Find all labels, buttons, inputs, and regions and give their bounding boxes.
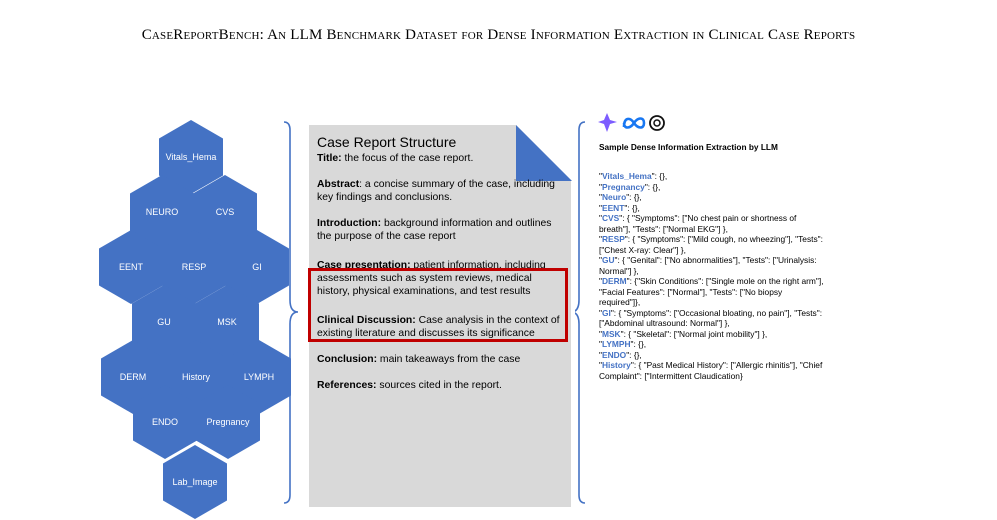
entry-gu: "GU": { "Genital": ["No abnormalities"],…	[599, 255, 817, 276]
extraction-title: Sample Dense Information Extraction by L…	[599, 142, 778, 152]
hex-lab-image: Lab_Image	[163, 445, 227, 519]
hex-lymph: LYMPH	[227, 340, 291, 414]
section-case-presentation: Case presentation: patient information, …	[317, 260, 546, 297]
extraction-json: "Vitals_Hema": {}, "Pregnancy": {}, "Neu…	[599, 171, 824, 381]
entry-pregnancy: "Pregnancy": {},	[599, 181, 661, 192]
section-title: Title: the focus of the case report.	[317, 153, 474, 164]
entry-lymph: "LYMPH": {},	[599, 339, 647, 349]
document-heading: Case Report Structure	[317, 134, 457, 150]
section-abstract: Abstract: a concise summary of the case,…	[317, 179, 555, 203]
entry-msk: "MSK": { "Skeletal": ["Normal joint mobi…	[599, 328, 768, 339]
entry-gi: "GI": { "Symptoms": ["Occasional bloatin…	[599, 307, 823, 329]
entry-eent: "EENT": {},	[599, 202, 640, 213]
entry-resp: "RESP": { "Symptoms": ["Mild cough, no w…	[599, 234, 823, 255]
document-content: Case Report Structure Title: the focus o…	[317, 134, 567, 403]
entry-neuro: "Neuro": {},	[599, 192, 642, 202]
entry-history: "History": { "Past Medical History": ["A…	[599, 360, 823, 381]
entry-vitals-hema: "Vitals_Hema": {},	[599, 171, 668, 181]
hexagon-cluster: Vitals_Hema NEURO CVS EENT RESP GI GU MS…	[95, 120, 295, 520]
paper-running-title: CaseReportBench: An LLM Benchmark Datase…	[141, 27, 856, 43]
openai-icon	[649, 115, 665, 131]
meta-icon	[622, 117, 646, 129]
section-conclusion: Conclusion: main takeaways from the case	[317, 354, 521, 365]
case-report-document	[309, 125, 571, 507]
hex-endo: ENDO	[133, 385, 197, 459]
left-curly-brace	[283, 121, 299, 504]
gemini-icon	[598, 113, 617, 132]
right-curly-brace	[575, 121, 586, 504]
case-presentation-highlight	[308, 268, 568, 342]
llm-logos	[598, 113, 665, 132]
hex-pregnancy: Pregnancy	[196, 385, 260, 459]
entry-endo: "ENDO": {},	[599, 349, 642, 360]
section-clinical-discussion: Clinical Discussion: Case analysis in th…	[317, 315, 560, 339]
entry-cvs: "CVS": { "Symptoms": ["No chest pain or …	[599, 213, 797, 234]
entry-derm: "DERM": {"Skin Conditions": ["Single mol…	[599, 276, 824, 307]
folded-corner-icon	[516, 125, 572, 181]
section-introduction: Introduction: background information and…	[317, 218, 552, 242]
section-references: References: sources cited in the report.	[317, 380, 502, 391]
